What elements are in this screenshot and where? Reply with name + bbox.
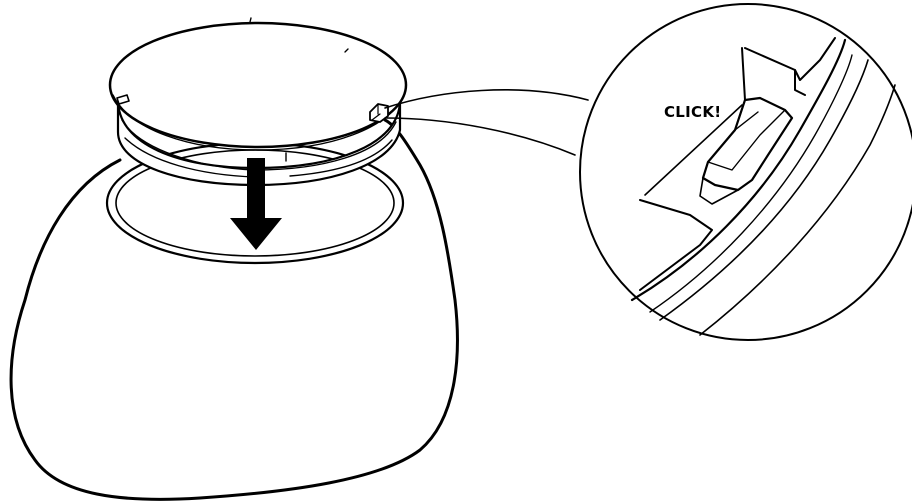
cap-top <box>108 21 408 149</box>
detail-latch-ridge <box>707 109 786 171</box>
detail-notch <box>741 37 836 101</box>
detail-latch-face <box>699 177 739 205</box>
arrow-down-icon <box>230 158 282 250</box>
cap-latch-detail <box>371 103 381 121</box>
detail-contents <box>630 37 896 336</box>
detail-rim-line-3 <box>699 84 896 336</box>
cap-mark-1 <box>249 17 252 23</box>
detail-base-plate <box>639 199 713 291</box>
detail-rim-line-4 <box>649 54 853 313</box>
detail-rim-outer <box>630 38 847 302</box>
detail-notch-step <box>794 69 806 96</box>
detail-latch <box>701 96 794 192</box>
detail-rim-line-2 <box>659 59 869 321</box>
cap-mark-2 <box>344 48 349 53</box>
cap-rim-line-right <box>289 139 393 177</box>
callout-connector-upper <box>384 89 589 109</box>
callout-connector-lower <box>384 117 576 156</box>
detail-plate-edge <box>644 104 743 196</box>
detail-latch-inner <box>734 111 759 131</box>
cap-tab-left <box>116 94 130 105</box>
cap-rim-line <box>124 137 256 178</box>
click-label: CLICK! <box>664 103 721 121</box>
